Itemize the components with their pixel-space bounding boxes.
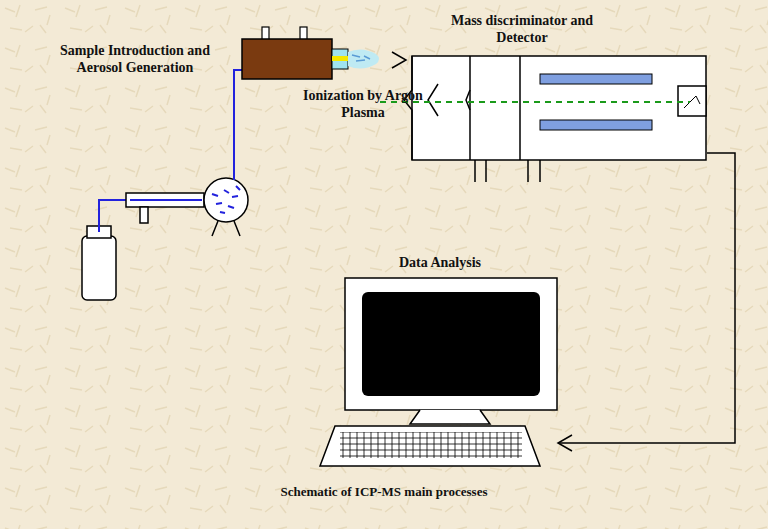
- part-label: Sample Introduction and Aerosol Generati…: [60, 42, 210, 76]
- figure-caption: Schematic of ICP-MS main processes: [0, 484, 768, 500]
- part-label: Data Analysis: [370, 254, 510, 271]
- part-label: Mass discriminator and Detector: [442, 12, 602, 46]
- apparatus-part: Data Analysis: [318, 250, 558, 470]
- apparatus-part: Mass discriminator and Detector: [395, 8, 713, 188]
- part-label: Ionization by Argon Plasma: [298, 87, 428, 121]
- apparatus-part: Ionization by Argon Plasma: [238, 25, 428, 127]
- apparatus-part: Sample Introduction and Aerosol Generati…: [40, 40, 230, 180]
- signal-connector: [558, 153, 735, 451]
